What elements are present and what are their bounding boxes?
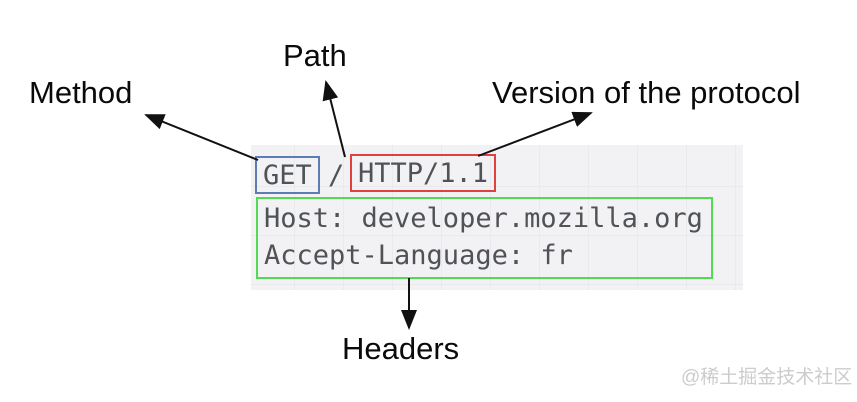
header-line-host: Host: developer.mozilla.org xyxy=(264,203,703,234)
protocol-version-label: Version of the protocol xyxy=(492,75,801,110)
version-token-box: HTTP/1.1 xyxy=(350,154,497,192)
path-label: Path xyxy=(283,38,347,73)
method-token: GET xyxy=(263,159,312,191)
path-token: / xyxy=(328,160,345,191)
method-label: Method xyxy=(29,75,133,110)
headers-label: Headers xyxy=(342,331,460,366)
header-line-accept-language: Accept-Language: fr xyxy=(264,240,573,271)
method-arrow xyxy=(144,114,259,161)
version-token: HTTP/1.1 xyxy=(358,157,489,189)
method-token-box: GET xyxy=(255,156,320,194)
headers-group-box: Host: developer.mozilla.org Accept-Langu… xyxy=(256,197,713,279)
watermark-text: @稀土掘金技术社区 xyxy=(681,367,853,388)
http-request-code-block: GET / HTTP/1.1 Host: developer.mozilla.o… xyxy=(251,145,743,290)
